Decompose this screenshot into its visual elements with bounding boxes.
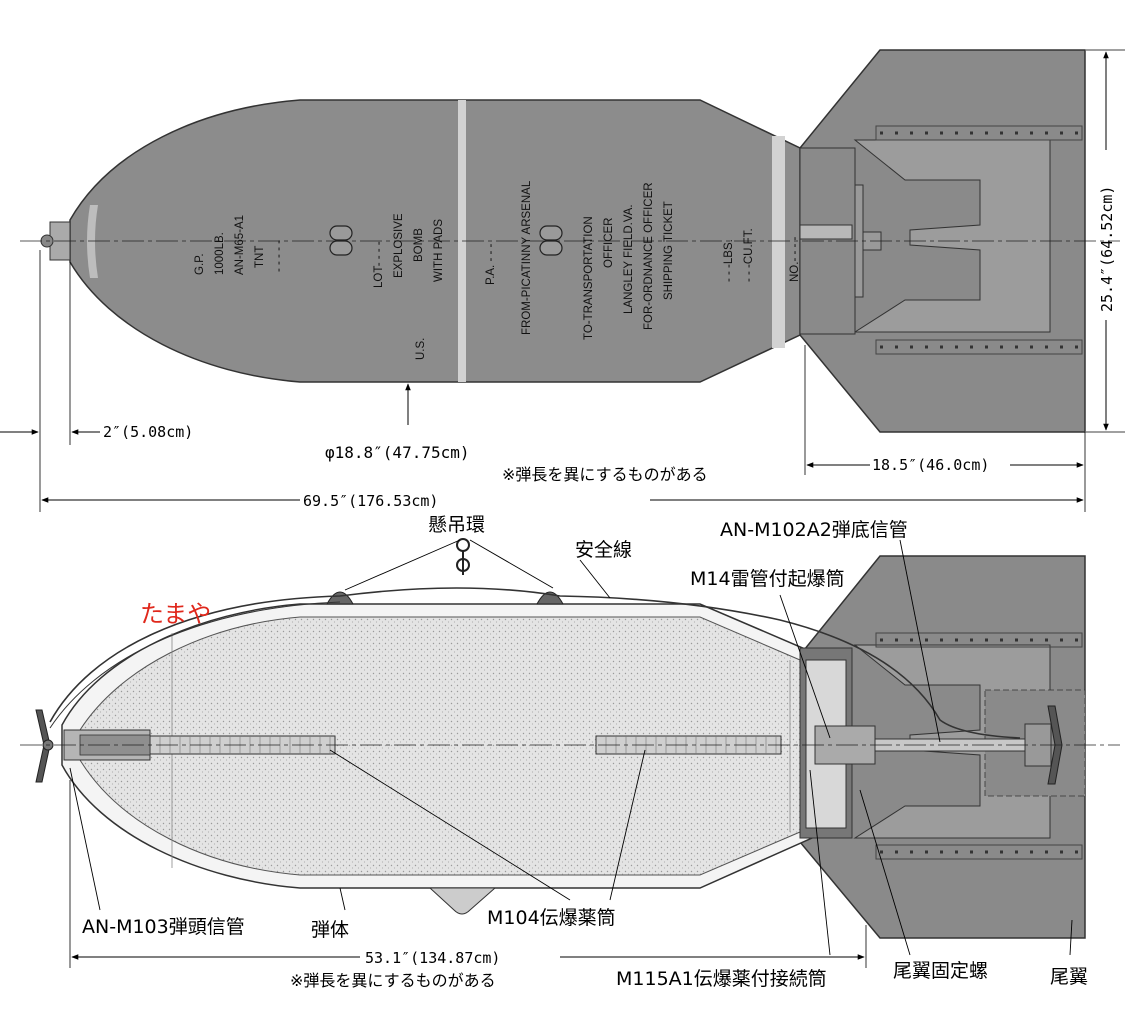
label-tail-fuze: AN-M102A2弾底信管 <box>720 519 908 541</box>
mark-no: NO.- - - - <box>789 236 801 282</box>
top-view: G.P. 1000LB. AN-M65-A1 TNT - - - - - LOT… <box>20 49 1120 433</box>
mark-lot: LOT- - - - <box>373 241 385 288</box>
mark-ordnance: FOR-ORDNANCE OFFICER <box>643 182 655 330</box>
dim-total-length: 69.5″(176.53cm) <box>303 492 438 510</box>
label-detonator: M14雷管付起爆筒 <box>690 568 845 590</box>
mark-officer: OFFICER <box>603 218 615 268</box>
dim-fin-span: 25.4″(64.52cm) <box>1098 186 1116 312</box>
top-dimensions: 2″(5.08cm) φ18.8″(47.75cm) 18.5″(46.0cm)… <box>0 49 1125 512</box>
mark-ticket: SHIPPING TICKET <box>663 201 675 300</box>
arming-wire <box>49 587 1021 739</box>
label-fin: 尾翼 <box>1050 966 1088 988</box>
mark-pa: P.A. - - - <box>485 244 497 285</box>
mark-cuft: - - -CU.FT. <box>743 228 755 282</box>
label-arming-wire: 安全線 <box>575 539 632 561</box>
mark-filler: TNT <box>254 246 266 268</box>
label-suspension-lug: 懸吊環 <box>428 514 485 536</box>
mark-gp: G.P. <box>194 253 206 275</box>
label-nose-fuze: AN-M103弾頭信管 <box>82 916 245 938</box>
mark-us: U.S. <box>415 338 427 360</box>
mark-to-transport: TO-TRANSPORTATION <box>583 216 595 340</box>
bottom-lug <box>428 887 497 915</box>
dim-body-length: 53.1″(134.87cm) <box>365 949 500 967</box>
mark-arsenal: FROM-PICATINNY ARSENAL <box>521 180 533 335</box>
note-length-varies-top: ※弾長を異にするものがある <box>502 465 708 484</box>
mark-bomb: BOMB <box>413 228 425 262</box>
dim-tail-length: 18.5″(46.0cm) <box>872 456 989 474</box>
mark-weight: 1000LB. <box>214 232 226 275</box>
label-case: 弾体 <box>311 919 349 941</box>
mark-pads: WITH PADS <box>433 219 445 282</box>
dim-nose-length: 2″(5.08cm) <box>103 423 193 441</box>
mark-model: AN-M65-A1 <box>234 215 246 275</box>
bottom-dimensions: 53.1″(134.87cm) ※弾長を異にするものがある <box>69 780 867 990</box>
part-labels: 懸吊環 安全線 AN-M102A2弾底信管 M14雷管付起爆筒 AN-M103弾… <box>69 514 1088 990</box>
label-booster: M104伝爆薬筒 <box>487 907 616 929</box>
dim-diameter: φ18.8″(47.75cm) <box>325 443 470 462</box>
stencil-markings: G.P. 1000LB. AN-M65-A1 TNT - - - - - LOT… <box>194 180 801 360</box>
mark-blank: - - - - - <box>273 240 285 272</box>
cutaway-view <box>20 538 1120 939</box>
mark-langley: LANGLEY FIELD.VA. <box>623 204 635 314</box>
artist-signature: たまや <box>140 600 211 628</box>
note-length-varies-bottom: ※弾長を異にするものがある <box>290 971 496 990</box>
mark-lbs: - - -LBS. <box>723 239 735 282</box>
label-fin-lock: 尾翼固定螺 <box>893 960 988 982</box>
mark-explosive: EXPLOSIVE <box>393 213 405 278</box>
label-adapter: M115A1伝爆薬付接続筒 <box>616 968 827 990</box>
